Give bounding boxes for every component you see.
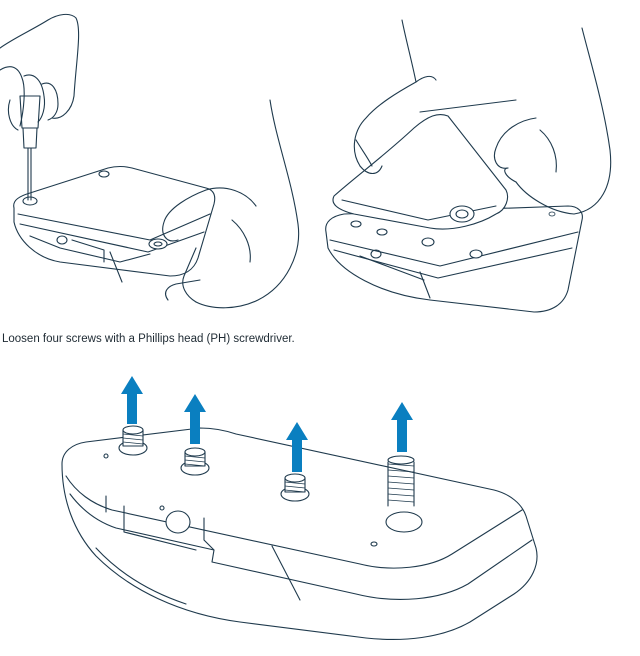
screw-icon — [22, 170, 168, 250]
hand-icon — [353, 19, 437, 175]
screwdriver-icon — [19, 95, 41, 201]
screw-icon — [180, 447, 210, 476]
illustration-remove-screws-springs — [61, 376, 538, 640]
screw-icon — [350, 211, 556, 259]
screw-icon — [280, 473, 310, 502]
arrow-up-icon — [121, 376, 413, 472]
screw-icon — [118, 425, 148, 456]
illustration-loosen-screws — [0, 13, 300, 309]
hand-icon — [419, 27, 612, 215]
hand-icon — [0, 13, 80, 131]
illustration-lift-cover — [325, 19, 612, 313]
hand-icon — [162, 99, 300, 309]
instruction-caption: Loosen four screws with a Phillips head … — [2, 333, 295, 345]
spring-icon — [387, 455, 415, 507]
